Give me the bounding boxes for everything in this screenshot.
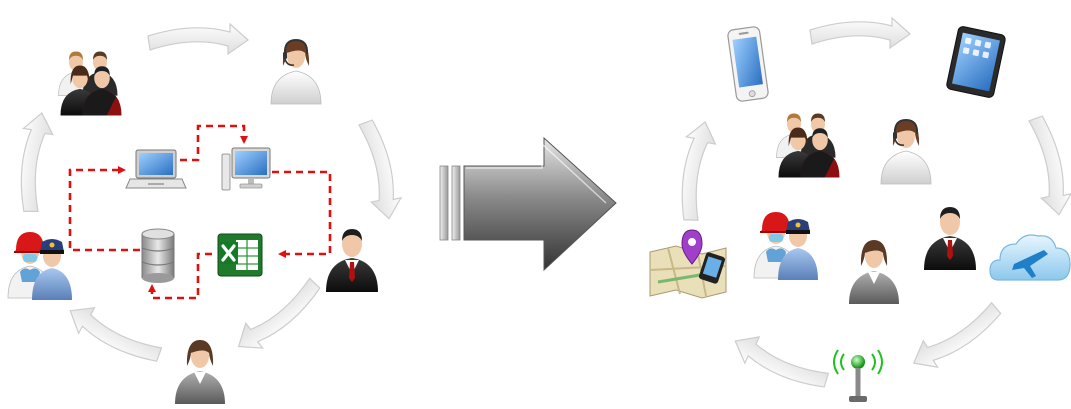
firefighter-police-icon (753, 211, 819, 281)
map-phone-icon (649, 229, 727, 299)
cycle-arrow-left-side (671, 118, 720, 224)
smartphone-icon (727, 26, 769, 102)
cloud-plane-icon (989, 234, 1071, 281)
people-group-icon (58, 51, 122, 116)
headset-woman-icon (270, 39, 322, 105)
businessman-icon (924, 207, 976, 270)
cycle-arrow-bottom-left-side (727, 327, 833, 399)
firefighter-police-icon (7, 231, 73, 301)
cycle-arrow-right (354, 116, 406, 223)
right-panel (649, 17, 1071, 402)
cycle-arrow-bottom-right-side (905, 297, 1008, 378)
cycle-arrow-bottom-left (62, 297, 166, 373)
spreadsheet-icon (216, 232, 264, 278)
cycle-arrow-top (147, 23, 249, 55)
database-icon (141, 228, 175, 284)
cycle-arrow-right-side (1024, 112, 1071, 219)
dashed-flow (68, 124, 332, 300)
desktop-computer-icon (221, 147, 271, 191)
flow-spreadsheet-to-database (148, 252, 212, 300)
big-right-arrow-icon (439, 136, 617, 272)
businessman-icon (326, 229, 378, 292)
cycle-arrow-left (11, 110, 57, 215)
businesswoman-icon (849, 240, 899, 304)
people-group-icon (776, 113, 840, 178)
cycle-arrow-bottom-right (229, 273, 328, 360)
left-panel (7, 23, 406, 404)
tablet-icon (946, 26, 1006, 98)
headset-woman-icon (880, 119, 932, 185)
flow-laptop-to-desktop (180, 124, 248, 162)
cycle-arrow-top-right (809, 17, 911, 49)
businesswoman-icon (175, 340, 225, 404)
flow-database-to-laptop (68, 166, 140, 252)
laptop-icon (125, 149, 187, 189)
flow-desktop-to-businessman (272, 170, 332, 258)
antenna-icon (833, 349, 883, 402)
